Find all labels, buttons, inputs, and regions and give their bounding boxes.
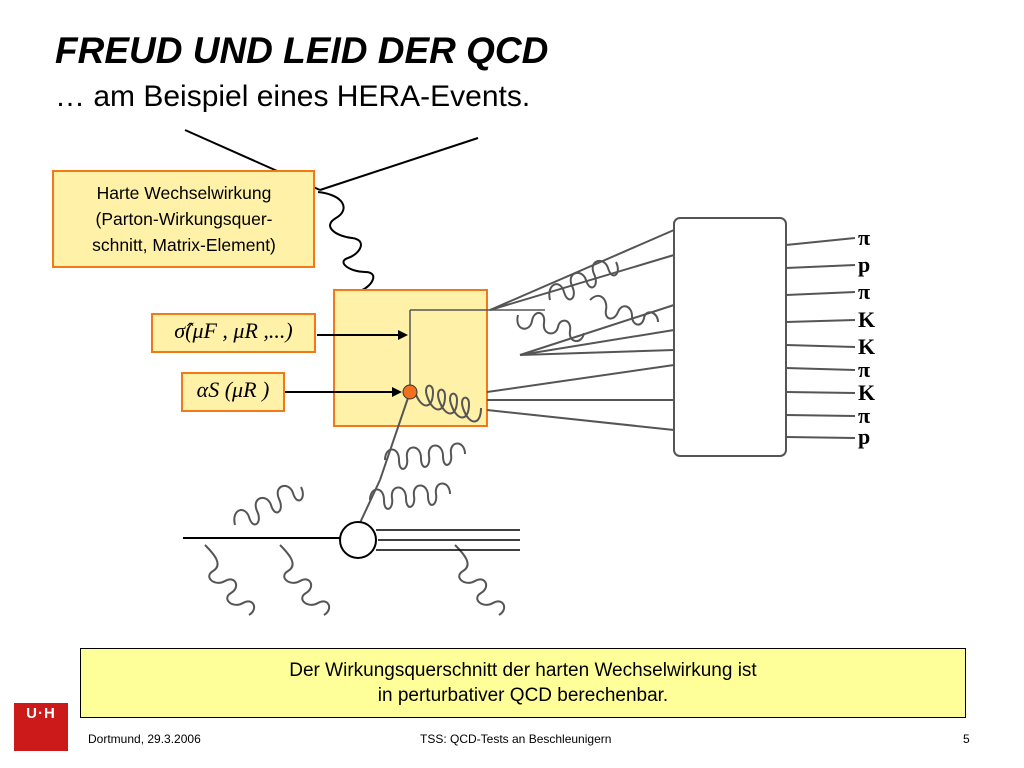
hadronization-box — [673, 217, 787, 457]
hadron-lines — [785, 237, 856, 439]
particle-label: π — [858, 225, 871, 250]
gluon-in-box — [414, 384, 482, 423]
hard-label-line-2: (Parton-Wirkungsquer- — [95, 209, 273, 229]
hard-label-line-3: schnitt, Matrix-Element) — [92, 235, 276, 255]
particle-label: π — [858, 403, 871, 428]
sigma-formula: σ̂(μF , μR ,...) — [174, 318, 293, 343]
uhh-logo: U·H — [14, 703, 68, 751]
conclusion-box: Der Wirkungsquerschnitt der harten Wechs… — [80, 648, 966, 718]
outgoing-lepton-line — [319, 137, 479, 191]
alpha-formula-box — [181, 372, 285, 412]
slide-subtitle: … am Beispiel eines HERA-Events. — [55, 80, 531, 113]
alpha-formula: αS (μR ) — [196, 377, 270, 402]
conclusion-line-1: Der Wirkungsquerschnitt der harten Wechs… — [289, 660, 757, 681]
hard-interaction-label: Harte Wechselwirkung (Parton-Wirkungsque… — [54, 172, 314, 266]
proton-vertex — [339, 521, 377, 559]
particle-label: p — [858, 252, 871, 277]
particle-label: π — [858, 279, 871, 304]
footer-date: Dortmund, 29.3.2006 — [88, 732, 201, 746]
hard-label-line-1: Harte Wechselwirkung — [96, 183, 272, 203]
hard-vertex — [402, 384, 418, 400]
slide-title: FREUD UND LEID DER QCD — [55, 30, 549, 71]
footer-title: TSS: QCD-Tests an Beschleunigern — [420, 732, 612, 746]
particle-label: π — [858, 357, 871, 382]
hard-interaction-label-box — [52, 170, 315, 268]
conclusion-line-2: in perturbativer QCD berechenbar. — [377, 685, 669, 706]
particle-label: K — [858, 380, 876, 405]
particle-label: K — [858, 307, 876, 332]
particle-label: K — [858, 334, 876, 359]
page-number: 5 — [963, 732, 970, 746]
particle-label: p — [858, 424, 871, 449]
sigma-formula-box — [151, 313, 316, 353]
parton-lines — [486, 229, 675, 431]
